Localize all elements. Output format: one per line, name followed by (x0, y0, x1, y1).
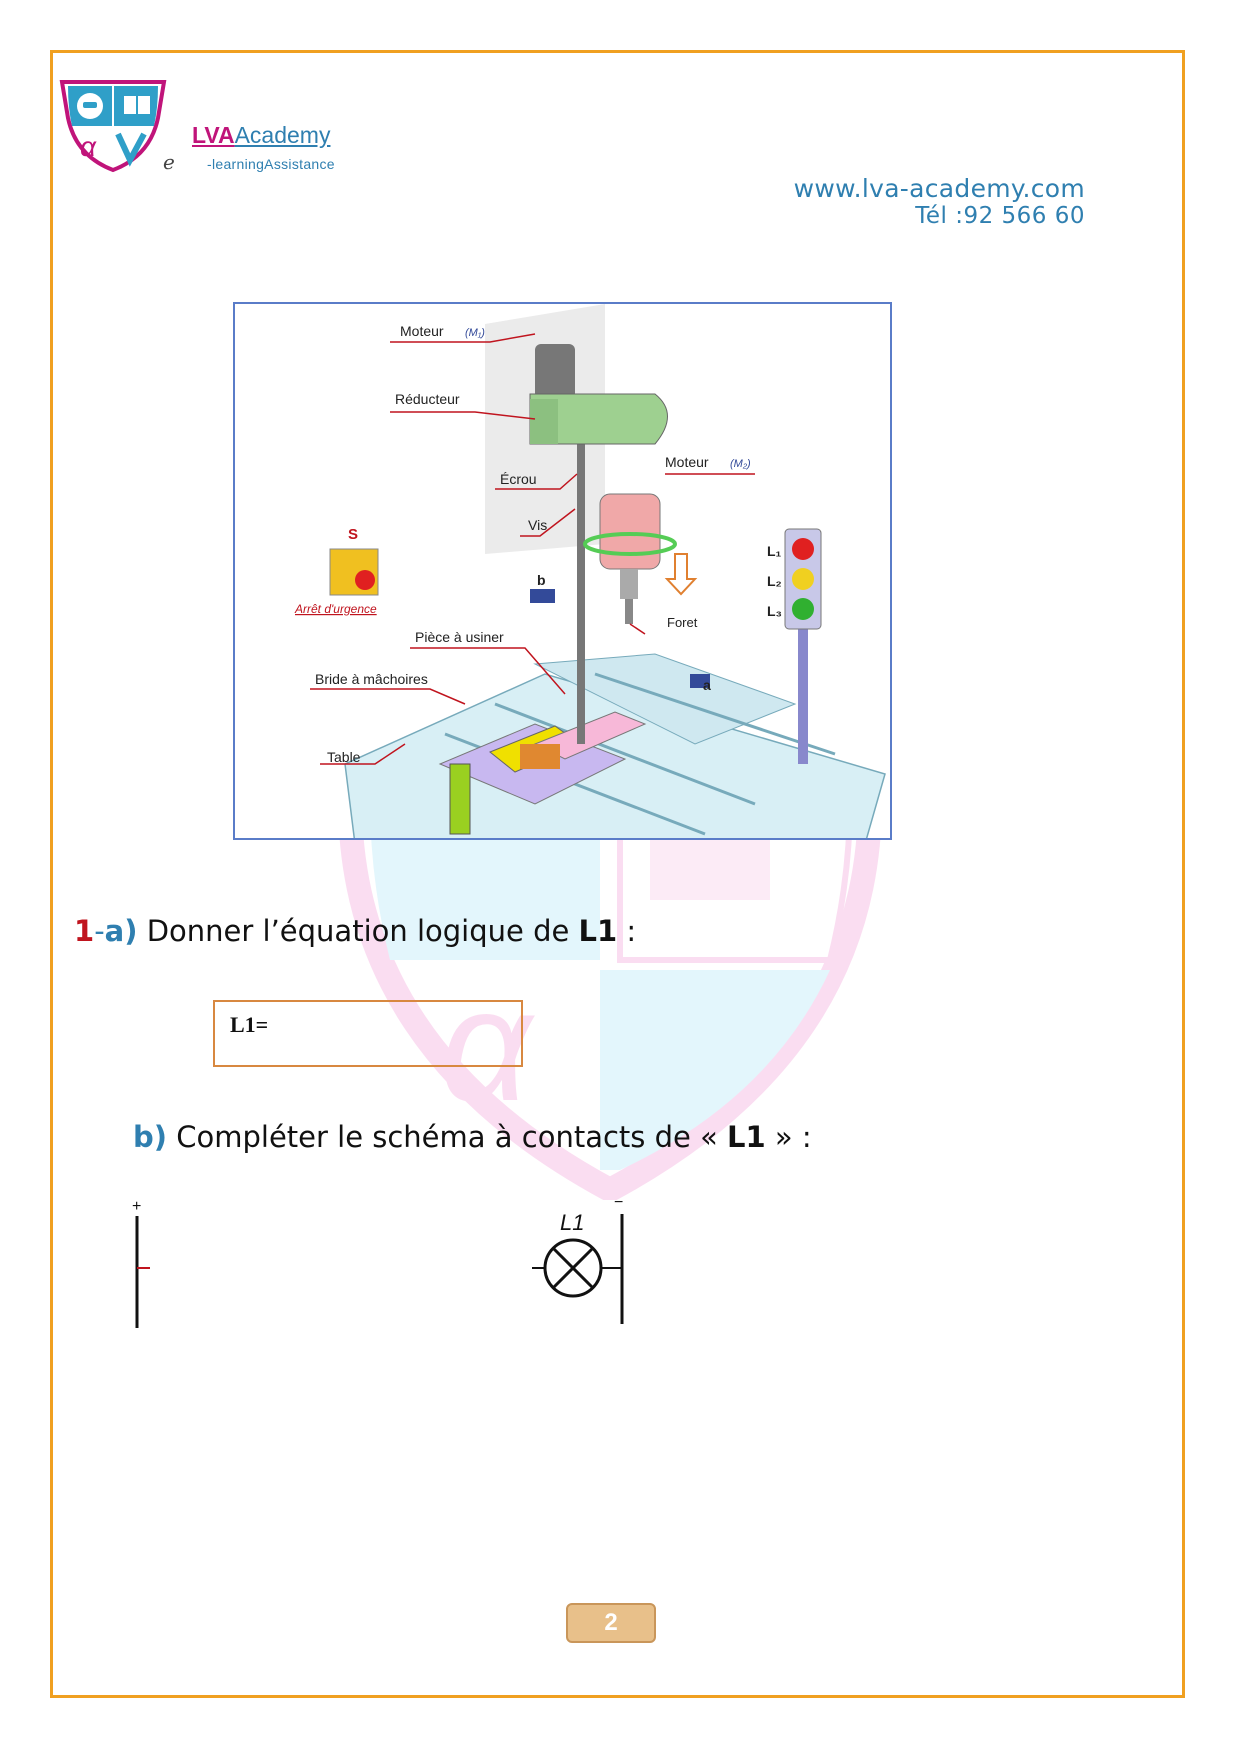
website-url: www.lva-academy.com (793, 174, 1085, 203)
label-l2: L₂ (767, 573, 782, 589)
brand-name: LVAAcademy (192, 122, 330, 149)
brand-e: e (163, 150, 175, 174)
label-piece: Pièce à usiner (415, 629, 504, 645)
label-b: b (537, 572, 546, 588)
label-l1: L₁ (767, 543, 782, 559)
phone-number: Tél :92 566 60 (915, 203, 1085, 229)
question-1a-text: Donner l’équation logique de (146, 914, 579, 948)
label-moteur-m1: Moteur (400, 323, 444, 339)
question-1b-end: » : (765, 1120, 812, 1154)
label-s: S (348, 526, 358, 543)
label-arret: Arrêt d'urgence (294, 602, 377, 616)
plus-terminal: + (132, 1198, 141, 1215)
green-light-lamp (792, 598, 814, 620)
svg-text:α: α (440, 955, 535, 1134)
question-part-b: b) (133, 1120, 168, 1154)
question-1b-text: Compléter le schéma à contacts de « (176, 1120, 728, 1154)
label-foret: Foret (667, 615, 698, 630)
brand-academy: Academy (234, 122, 331, 148)
page-border (50, 50, 1185, 1698)
answer-label-l1: L1= (230, 1012, 269, 1037)
question-1a-colon: : (617, 914, 637, 948)
question-number: 1 (74, 914, 95, 948)
label-reducteur: Réducteur (395, 391, 460, 407)
label-vis: Vis (528, 517, 547, 533)
label-table: Table (327, 749, 361, 765)
label-m1: (M₁) (465, 327, 485, 339)
contact-schema: + − L1 (120, 1190, 680, 1340)
lamp-label: L1 (560, 1210, 584, 1235)
page-number: 2 (566, 1603, 656, 1643)
svg-text:α: α (80, 131, 97, 162)
label-l3: L₃ (767, 603, 782, 619)
label-a: a (703, 677, 711, 693)
question-1a: 1-a) Donner l’équation logique de L1 : (74, 914, 636, 948)
minus-terminal: − (614, 1194, 623, 1211)
question-1a-var: L1 (578, 914, 618, 948)
milling-machine-figure: Moteur (M₁) Réducteur Moteur (M₂) Écrou … (233, 302, 892, 840)
answer-box-l1[interactable] (213, 1000, 523, 1067)
label-m2: (M₂) (730, 458, 751, 470)
label-ecrou: Écrou (500, 471, 537, 487)
label-bride: Bride à mâchoires (315, 671, 428, 687)
question-part-a: a) (104, 914, 138, 948)
academy-logo: α (58, 78, 168, 174)
question-1b-var: L1 (727, 1120, 766, 1154)
brand-lva: LVA (192, 122, 235, 148)
lamp-cross-b (551, 1246, 595, 1290)
red-light-lamp (792, 538, 814, 560)
yellow-light-lamp (792, 568, 814, 590)
brand-tagline: -learningAssistance (207, 156, 335, 172)
question-dash: - (94, 914, 105, 948)
label-moteur-m2: Moteur (665, 454, 709, 470)
question-1b: b) Compléter le schéma à contacts de « L… (133, 1120, 812, 1154)
